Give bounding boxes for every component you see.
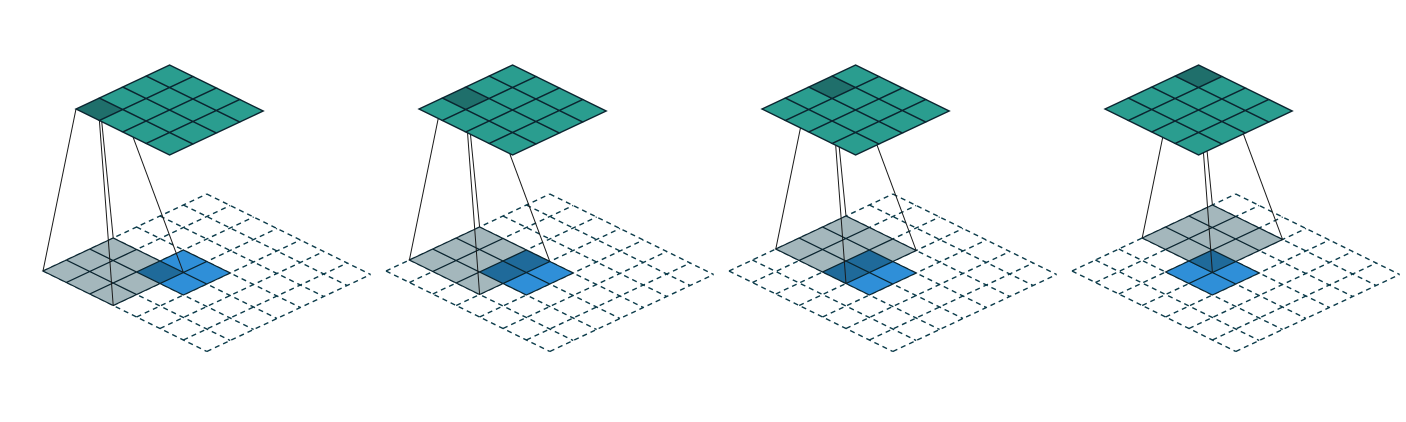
projection-line: [465, 109, 481, 295]
padded-grid-line: [549, 273, 714, 353]
panel-3: [728, 64, 1057, 353]
padded-grid-line: [526, 262, 691, 341]
padded-grid-line: [183, 262, 348, 341]
padded-grid-line: [502, 250, 668, 330]
padded-grid-line: [526, 204, 691, 287]
projection-line: [42, 108, 77, 272]
output-cell: [900, 98, 951, 123]
padded-grid-line: [869, 262, 1034, 341]
padded-grid-line: [1235, 193, 1400, 276]
panel-2: [385, 64, 714, 353]
padded-grid-line: [206, 193, 371, 276]
padded-grid-line: [869, 204, 1034, 287]
padded-grid-line: [1071, 270, 1237, 353]
output-cell: [214, 98, 265, 123]
padded-grid-line: [892, 273, 1057, 353]
padded-grid-line: [183, 204, 348, 287]
panel-1: [41, 64, 371, 353]
output-cell: [1243, 98, 1294, 123]
padded-grid-line: [1188, 250, 1354, 330]
padded-grid-line: [1095, 259, 1260, 342]
output-cell: [557, 98, 608, 123]
padded-grid-line: [892, 193, 1057, 276]
padded-grid-line: [728, 270, 894, 353]
padded-grid-line: [549, 193, 714, 276]
padded-grid-line: [752, 259, 917, 342]
input-cell: [182, 260, 232, 285]
padded-grid-line: [385, 270, 551, 353]
projection-line: [98, 120, 114, 306]
panel-4: [1071, 64, 1400, 353]
padded-grid-line: [206, 273, 371, 353]
padded-grid-line: [502, 215, 668, 298]
padded-grid-line: [1235, 273, 1400, 353]
projection-line: [408, 97, 443, 261]
padded-grid-line: [1212, 262, 1377, 341]
padded-grid-line: [159, 215, 325, 298]
padded-grid-line: [159, 250, 325, 330]
padded-grid-line: [845, 250, 1011, 330]
